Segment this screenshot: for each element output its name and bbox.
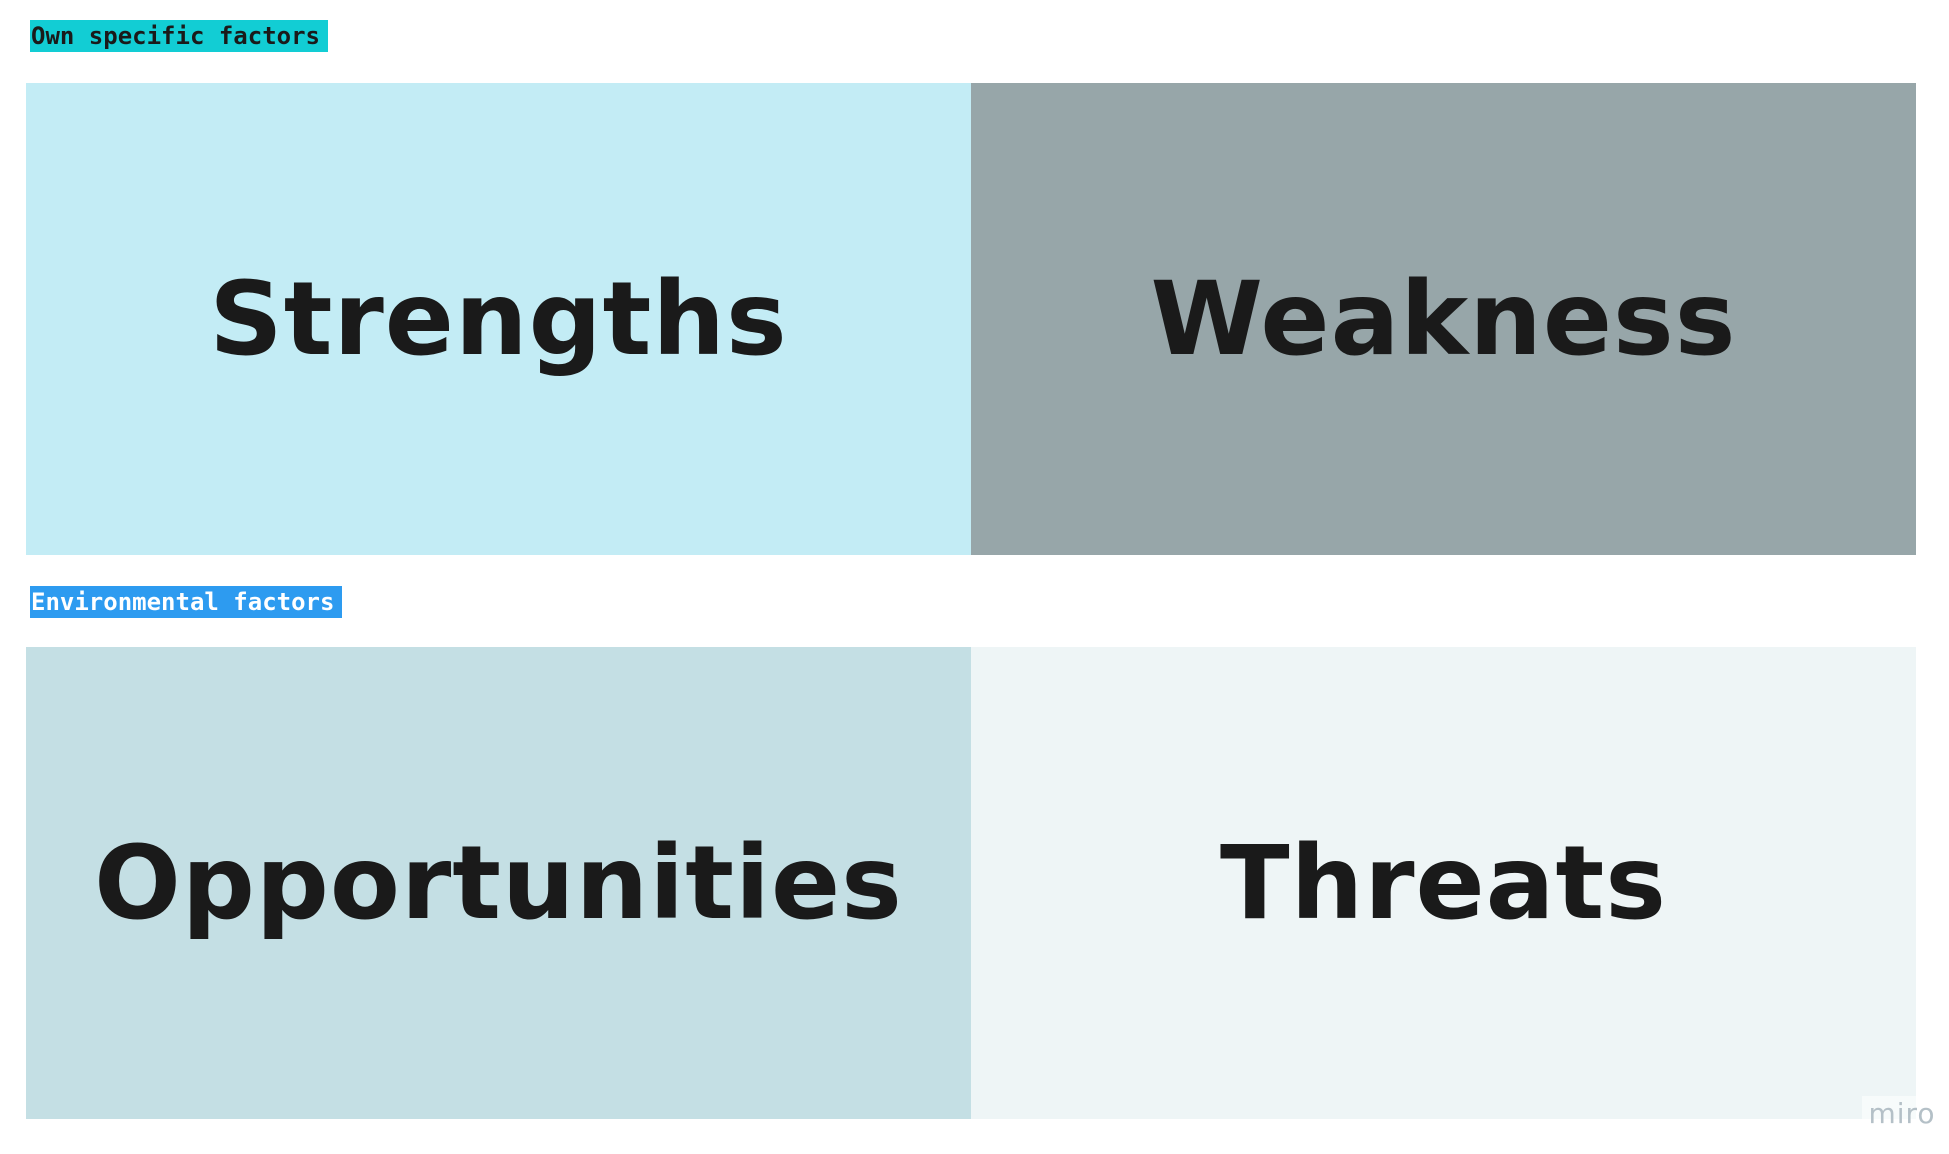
threats-title: Threats [1220, 823, 1667, 943]
environmental-factors-label: Environmental factors [30, 586, 342, 618]
miro-watermark-logo: miro [1862, 1096, 1942, 1132]
weakness-quadrant[interactable]: Weakness [971, 83, 1916, 555]
strengths-title: Strengths [209, 259, 788, 379]
opportunities-quadrant[interactable]: Opportunities [26, 647, 971, 1119]
own-specific-factors-label: Own specific factors [30, 20, 328, 52]
threats-quadrant[interactable]: Threats [971, 647, 1916, 1119]
weakness-title: Weakness [1150, 259, 1737, 379]
opportunities-title: Opportunities [94, 823, 903, 943]
strengths-quadrant[interactable]: Strengths [26, 83, 971, 555]
